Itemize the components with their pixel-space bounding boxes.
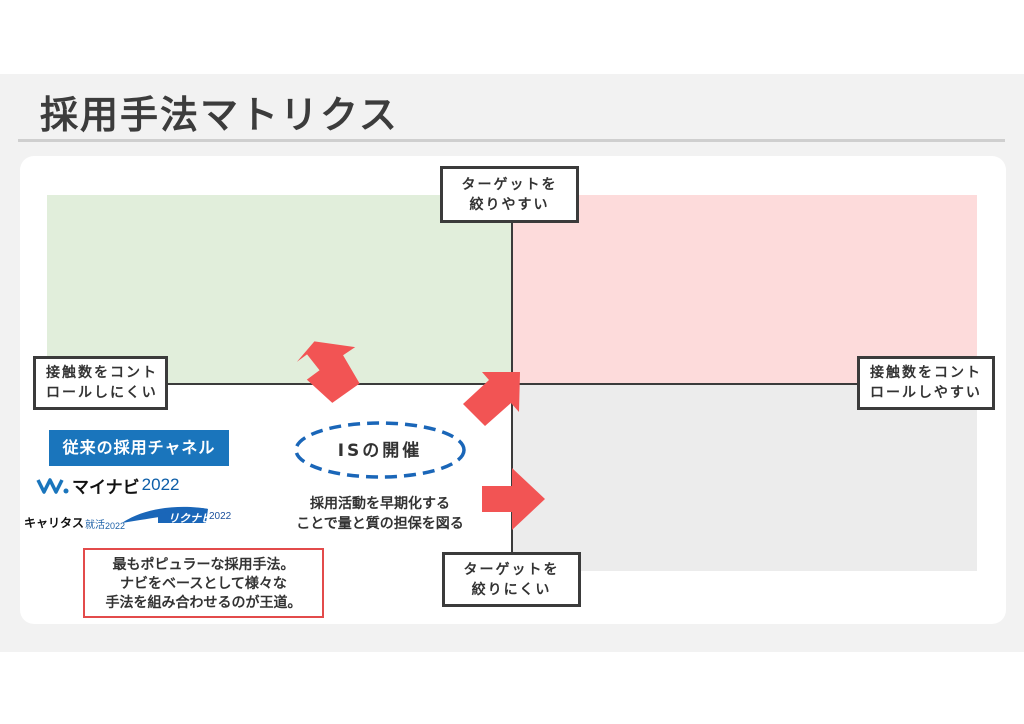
axis-label-left-line1: 接触数をコント: [46, 365, 158, 381]
axis-label-right-line1: 接触数をコント: [870, 365, 982, 381]
note-line-2: ナビをベースとして様々な: [120, 576, 287, 592]
is-desc-line-1: 採用活動を早期化する: [310, 496, 450, 512]
caritas-logo-suffix: 就活: [85, 520, 106, 531]
axis-label-left: 接触数をコント ロールしにくい: [33, 356, 168, 410]
note-line-1: 最もポピュラーな採用手法。: [112, 557, 295, 573]
quadrant-top-right: [512, 195, 977, 384]
axis-label-bottom-line2: 絞りにくい: [471, 581, 552, 598]
axis-label-top-line1: ターゲットを: [461, 176, 558, 193]
caritas-logo: キャリタス 就活 2022: [24, 514, 125, 531]
axis-label-left-line2: ロールしにくい: [46, 385, 158, 401]
page-title: 採用手法マトリクス: [40, 93, 399, 137]
is-event-description: 採用活動を早期化する ことで量と質の担保を図る: [280, 494, 480, 534]
mynavi-logo-text: マイナビ: [72, 477, 140, 497]
caritas-logo-year: 2022: [105, 521, 126, 531]
quadrant-bottom-right: [512, 384, 977, 571]
arrow-right-icon: [482, 468, 545, 530]
rikunabi-logo: リクナビ 2022: [118, 503, 240, 529]
mynavi-mark-icon: [36, 478, 69, 494]
is-event-label: ISの開催: [337, 441, 423, 461]
arrow-up-right-icon: [463, 372, 520, 426]
rikunabi-logo-year: 2022: [209, 511, 232, 522]
is-event-oval: [294, 421, 466, 479]
axis-label-right-line2: ロールしやすい: [870, 385, 982, 401]
is-desc-line-2: ことで量と質の担保を図る: [296, 516, 464, 532]
axis-label-top-line2: 絞りやすい: [469, 196, 550, 213]
traditional-channel-badge: 従来の採用チャネル: [49, 430, 229, 466]
note-line-3: 手法を組み合わせるのが王道。: [105, 595, 302, 611]
axis-label-top: ターゲットを 絞りやすい: [440, 166, 579, 223]
axis-label-right: 接触数をコント ロールしやすい: [857, 356, 995, 410]
arrow-up-icon: [296, 341, 360, 403]
axis-label-bottom: ターゲットを 絞りにくい: [442, 552, 581, 607]
caritas-logo-text: キャリタス: [24, 516, 85, 530]
mynavi-logo: マイナビ 2022: [36, 472, 180, 498]
quadrant-top-left: [47, 195, 512, 384]
rikunabi-swoosh-icon: [122, 506, 208, 523]
rikunabi-logo-text: リクナビ: [168, 513, 212, 525]
traditional-channel-note: 最もポピュラーな採用手法。 ナビをベースとして様々な 手法を組み合わせるのが王道…: [83, 548, 324, 618]
axis-label-bottom-line1: ターゲットを: [463, 561, 560, 578]
title-divider: [18, 139, 1005, 142]
mynavi-logo-year: 2022: [141, 475, 180, 494]
